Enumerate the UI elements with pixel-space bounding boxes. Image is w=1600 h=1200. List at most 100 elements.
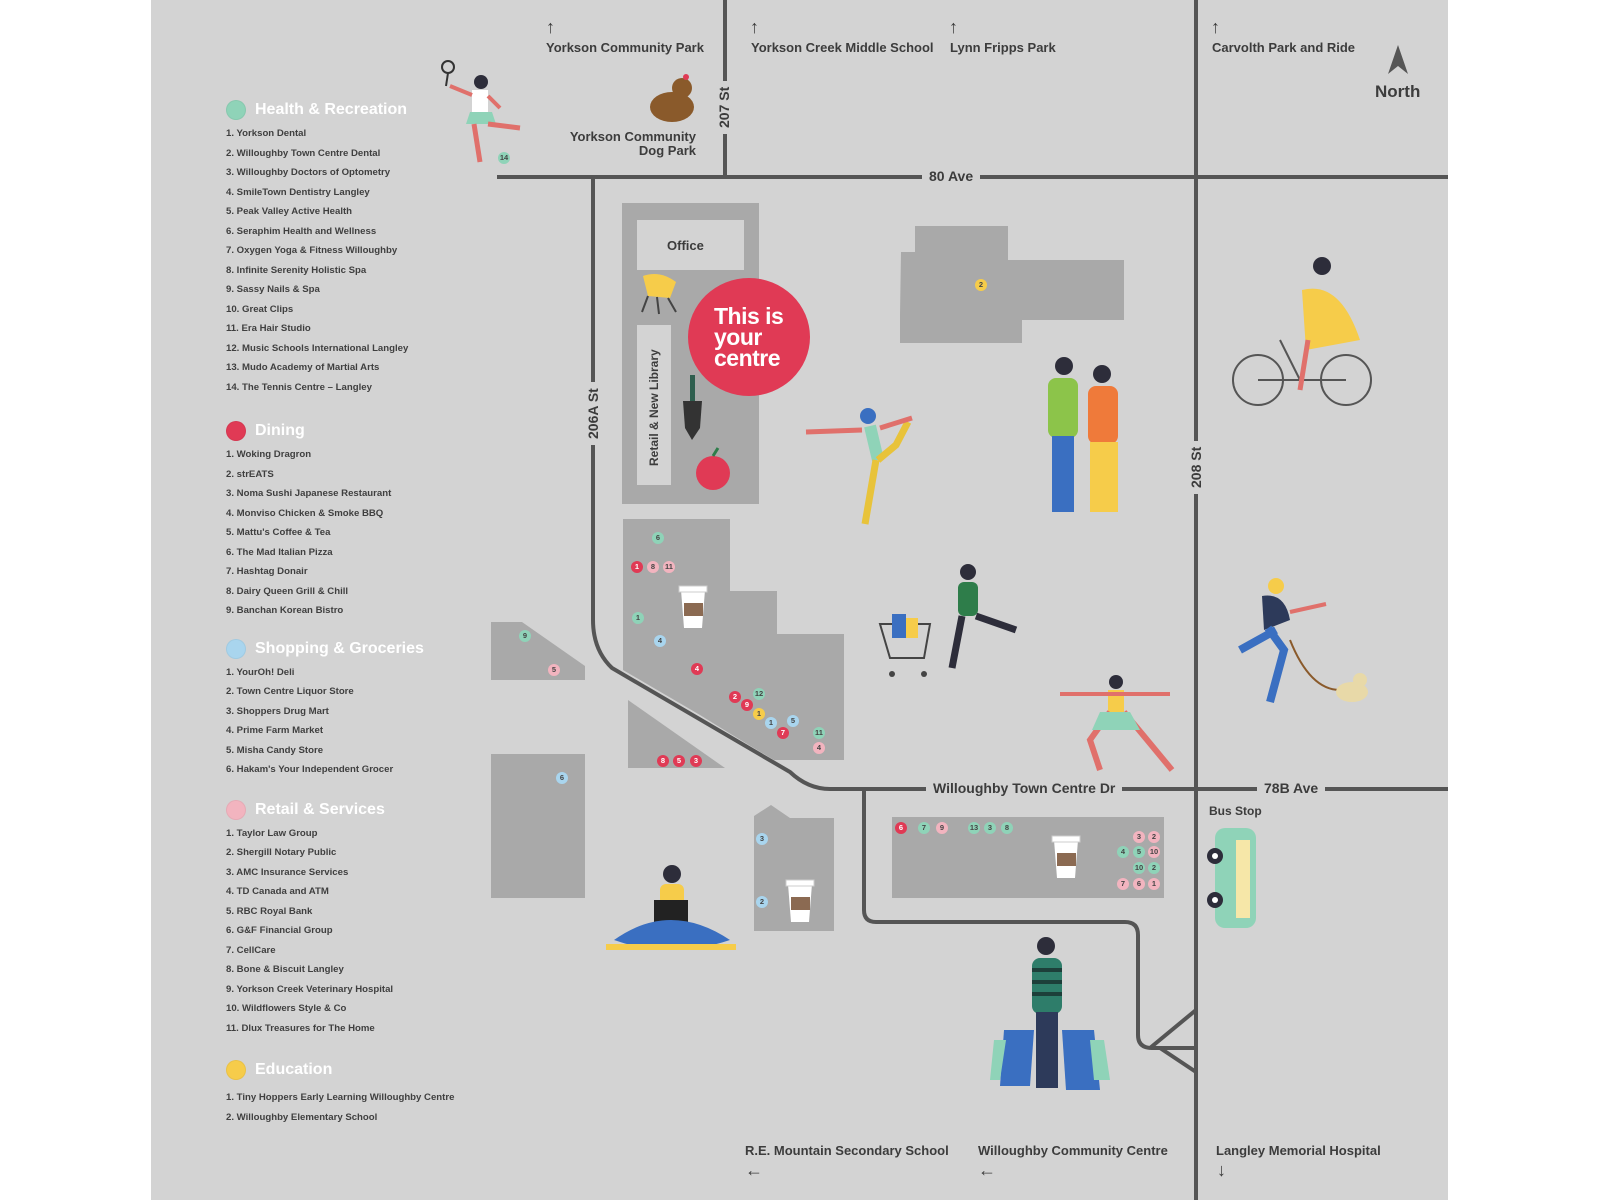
legend-item: 2. Shergill Notary Public (226, 847, 337, 858)
map-marker[interactable]: 4 (813, 742, 825, 754)
warrior-pose-illustration (1060, 675, 1175, 772)
map-marker[interactable]: 10 (1133, 862, 1145, 874)
map-marker[interactable]: 3 (1133, 831, 1145, 843)
yorkson-community-park-label: Yorkson Community Park (546, 40, 704, 55)
road-207-st-label: 207 St (716, 80, 732, 134)
map-marker[interactable]: 12 (753, 688, 765, 700)
map-marker[interactable]: 8 (657, 755, 669, 767)
map-marker[interactable]: 2 (1148, 862, 1160, 874)
map-marker[interactable]: 1 (631, 561, 643, 573)
map-marker[interactable]: 11 (663, 561, 675, 573)
category-title: Shopping & Groceries (255, 639, 424, 657)
map-marker[interactable]: 9 (936, 822, 948, 834)
legend-item: 2. Town Centre Liquor Store (226, 686, 354, 697)
up-arrow-icon: ↑ (949, 17, 958, 37)
map-marker[interactable]: 1 (632, 612, 644, 624)
road-80-ave-label: 80 Ave (922, 168, 981, 184)
map-marker[interactable]: 6 (652, 532, 664, 544)
hero-line-1: This is (714, 303, 784, 329)
this-is-your-centre-badge: This is your centre (688, 278, 810, 396)
legend-item: 7. Hashtag Donair (226, 566, 308, 577)
left-arrow-icon: ← (978, 1160, 996, 1180)
legend-item: 3. Shoppers Drug Mart (226, 705, 329, 717)
office-footprint (637, 220, 744, 270)
north-arrow-icon (1388, 45, 1408, 74)
category-title: Dining (255, 422, 305, 439)
map-marker[interactable]: 4 (1117, 846, 1129, 858)
retail-block-west-small (491, 622, 585, 680)
map-marker[interactable]: 3 (756, 833, 768, 845)
map-marker[interactable]: 5 (1133, 846, 1145, 858)
map-marker[interactable]: 11 (813, 727, 825, 739)
legend-item: 5. Misha Candy Store (226, 744, 324, 756)
category-list: 1. Tiny Hoppers Early Learning Willoughb… (226, 1088, 476, 1127)
map-marker[interactable]: 6 (1133, 878, 1145, 890)
retail-services-dot-icon (226, 799, 246, 820)
road-78b-ave-label: 78B Ave (1257, 780, 1326, 796)
couple-illustration (1048, 357, 1118, 512)
map-marker[interactable]: 7 (918, 822, 930, 834)
legend-item: 1. Yorkson Dental (226, 128, 307, 139)
map-marker[interactable]: 4 (691, 663, 703, 675)
map-marker[interactable]: 7 (1117, 878, 1129, 890)
map-marker[interactable]: 5 (548, 664, 560, 676)
map-marker[interactable]: 9 (741, 699, 753, 711)
legend-item: 5. Mattu's Coffee & Tea (226, 527, 331, 538)
map-marker[interactable]: 8 (647, 561, 659, 573)
map-marker[interactable]: 7 (777, 727, 789, 739)
legend-item: 1. YourOh! Deli (226, 666, 295, 678)
category-title: Health & Recreation (255, 101, 408, 118)
map-marker[interactable]: 13 (968, 822, 980, 834)
hero-line-2: your (714, 324, 762, 350)
map-marker[interactable]: 2 (729, 691, 741, 703)
map-marker[interactable]: 3 (984, 822, 996, 834)
legend-item: 6. G&F Financial Group (226, 925, 333, 936)
legend-item: 6. Hakam's Your Independent Grocer (226, 764, 394, 775)
legend-item: 10. Wildflowers Style & Co (226, 1003, 347, 1014)
legend-item: 9. Banchan Korean Bistro (226, 605, 344, 616)
map-marker[interactable]: 5 (673, 755, 685, 767)
map-marker[interactable]: 8 (1001, 822, 1013, 834)
legend-item: 7. Oxygen Yoga & Fitness Willoughby (226, 245, 398, 256)
map-marker[interactable]: 2 (1148, 831, 1160, 843)
legend-item: 5. RBC Royal Bank (226, 905, 313, 917)
retail-block-south (754, 805, 834, 931)
school-building (900, 226, 1124, 343)
north-label: North (1375, 82, 1421, 101)
map-marker[interactable]: 2 (975, 279, 987, 291)
legend-item: 3. Willoughby Doctors of Optometry (226, 167, 391, 178)
map-marker[interactable]: 1 (753, 708, 765, 720)
map-marker[interactable]: 1 (1148, 878, 1160, 890)
map-marker[interactable]: 4 (654, 635, 666, 647)
apple-illustration (696, 447, 730, 490)
map-marker[interactable]: 14 (498, 152, 510, 164)
map-marker[interactable]: 10 (1148, 846, 1160, 858)
legend-item: 8. Infinite Serenity Holistic Spa (226, 264, 367, 276)
map-marker[interactable]: 5 (787, 715, 799, 727)
legend-item: 4. Prime Farm Market (226, 725, 324, 736)
hero-line-3: centre (714, 345, 781, 371)
legend-item: 8. Bone & Biscuit Langley (226, 964, 344, 975)
map-marker[interactable]: 2 (756, 896, 768, 908)
map-marker[interactable]: 9 (519, 630, 531, 642)
map-marker[interactable]: 3 (690, 755, 702, 767)
trowel-illustration (683, 375, 702, 440)
road-206a-st-label: 206A St (585, 382, 601, 445)
map-marker[interactable]: 6 (556, 772, 568, 784)
legend-item: 14. The Tennis Centre – Langley (226, 381, 372, 393)
up-arrow-icon: ↑ (750, 17, 759, 37)
legend-item: 11. Dlux Treasures for The Home (226, 1022, 375, 1034)
legend-item: 3. Noma Sushi Japanese Restaurant (226, 488, 392, 499)
map-marker[interactable]: 1 (765, 717, 777, 729)
map-marker[interactable]: 6 (895, 822, 907, 834)
map-canvas (151, 0, 1448, 1200)
shopping-groceries-dot-icon (226, 638, 246, 659)
legend-item: 7. CellCare (226, 944, 276, 956)
left-arrow-icon: ← (745, 1160, 763, 1180)
education-dot-icon (226, 1060, 246, 1080)
library-footprint (637, 325, 671, 485)
yorkson-creek-middle-school-label: Yorkson Creek Middle School (751, 40, 934, 55)
dining-dot-icon (226, 421, 246, 441)
